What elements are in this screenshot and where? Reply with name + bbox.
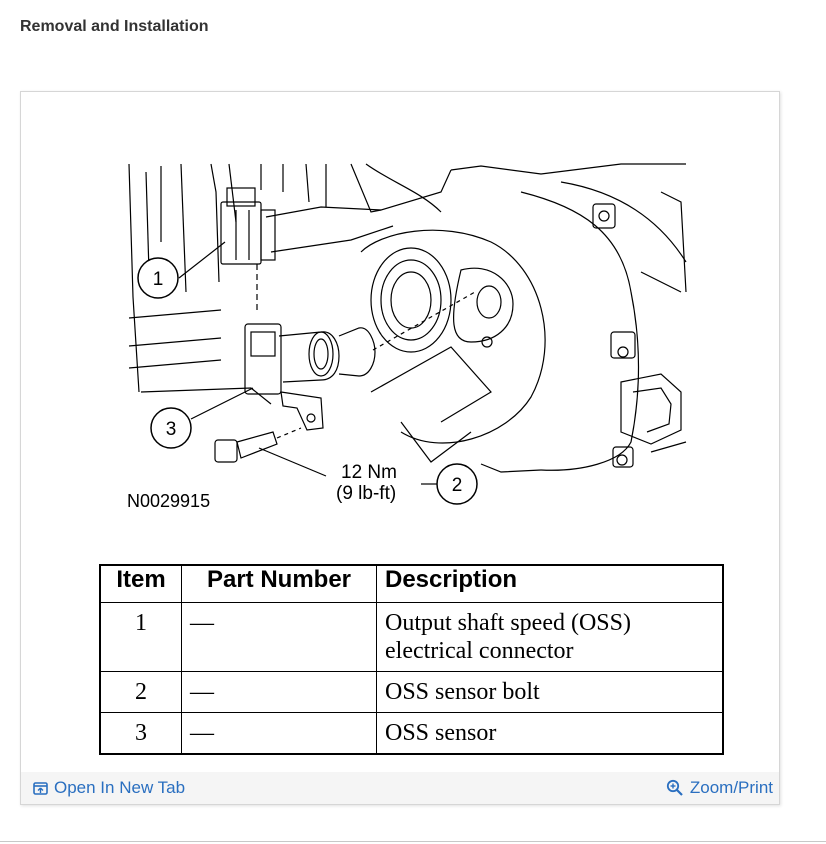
header-item: Item xyxy=(99,564,182,603)
zoom-in-icon xyxy=(666,779,684,797)
parts-table: Item Part Number Description 1 — Output … xyxy=(99,564,724,755)
table-header-row: Item Part Number Description xyxy=(99,564,724,603)
cell-item: 1 xyxy=(99,602,182,672)
page-divider xyxy=(0,841,826,842)
cell-item: 3 xyxy=(99,712,182,755)
cell-part-number: — xyxy=(181,602,377,672)
oss-sensor-diagram: 1 3 2 12 Nm (9 lb-ft) N0029915 xyxy=(127,163,687,511)
header-description: Description xyxy=(376,564,724,603)
callout-2: 2 xyxy=(436,463,478,505)
callout-3: 3 xyxy=(150,407,192,449)
open-new-tab-link[interactable]: Open In New Tab xyxy=(33,778,185,798)
cell-description: OSS sensor bolt xyxy=(376,671,724,713)
cell-description: Output shaft speed (OSS) electrical conn… xyxy=(376,602,724,672)
figure-actions-bar: Open In New Tab Zoom/Print xyxy=(21,772,779,804)
cell-part-number: — xyxy=(181,712,377,755)
torque-value: 12 Nm xyxy=(341,462,397,483)
description-line: Output shaft speed (OSS) xyxy=(385,610,631,636)
zoom-print-label: Zoom/Print xyxy=(689,778,773,797)
svg-text:2: 2 xyxy=(452,475,463,496)
transmission-illustration xyxy=(128,163,687,485)
section-heading: Removal and Installation xyxy=(20,18,209,35)
cell-item: 2 xyxy=(99,671,182,713)
open-new-tab-label: Open In New Tab xyxy=(54,778,186,797)
open-new-tab-icon xyxy=(33,781,48,795)
table-row: 2 — OSS sensor bolt xyxy=(99,671,724,713)
svg-text:3: 3 xyxy=(166,419,177,440)
description-line: electrical connector xyxy=(385,638,574,664)
callout-1: 1 xyxy=(137,257,179,299)
header-part-number: Part Number xyxy=(181,564,377,603)
cell-description: OSS sensor xyxy=(376,712,724,755)
zoom-print-link[interactable]: Zoom/Print xyxy=(666,778,773,798)
torque-value-imperial: (9 lb-ft) xyxy=(336,483,396,504)
svg-text:1: 1 xyxy=(153,269,164,290)
table-row: 3 — OSS sensor xyxy=(99,712,724,755)
cell-part-number: — xyxy=(181,671,377,713)
figure-id: N0029915 xyxy=(127,491,210,511)
table-row: 1 — Output shaft speed (OSS) electrical … xyxy=(99,602,724,672)
figure-card: 1 3 2 12 Nm (9 lb-ft) N0029915 Item Part… xyxy=(20,91,780,805)
